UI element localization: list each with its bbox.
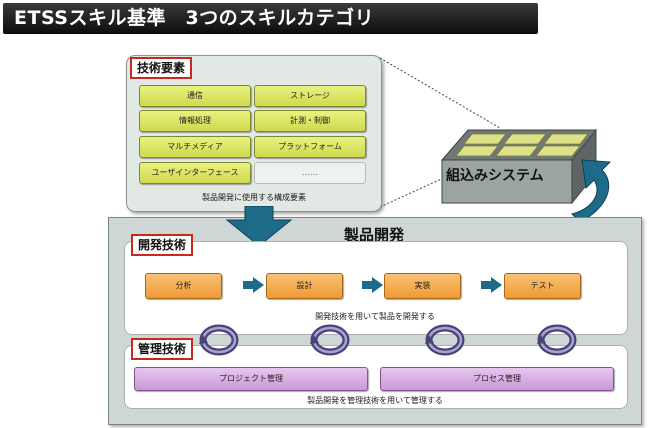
- development-tech-caption: 開発技術を用いて製品を開発する: [315, 312, 435, 321]
- tech-item-measurement-control: 計測・制御: [254, 110, 366, 132]
- development-tech-label: 開発技術: [131, 234, 194, 256]
- cycle-arrowhead-icon: [310, 335, 319, 344]
- dev-step-design: 設計: [266, 273, 343, 299]
- step-arrow-icon: [362, 277, 383, 293]
- dev-step-analysis: 分析: [145, 273, 222, 299]
- title-bar: ETSSスキル基準 3つのスキルカテゴリ: [3, 3, 538, 34]
- connector-line-bottom: [379, 175, 449, 208]
- dev-step-implementation: 実装: [384, 273, 461, 299]
- cycle-arrowhead-icon: [425, 335, 434, 344]
- down-arrow: [225, 206, 293, 247]
- cycle-arrowhead-icon: [199, 335, 208, 344]
- management-tech-label: 管理技術: [131, 338, 194, 360]
- page-title: ETSSスキル基準 3つのスキルカテゴリ: [14, 7, 375, 29]
- mgmt-item-process-management: プロセス管理: [380, 367, 614, 391]
- product-development-title: 製品開発: [343, 226, 404, 244]
- tech-item-information-processing: 情報処理: [139, 110, 251, 132]
- tech-item-multimedia: マルチメディア: [139, 136, 251, 158]
- tech-elements-label: 技術要素: [130, 57, 193, 79]
- cycle-arrowhead-icon: [537, 335, 546, 344]
- down-arrow-icon: [225, 206, 293, 247]
- tech-item-user-interface: ユーザインターフェース: [139, 162, 251, 184]
- tech-elements-panel: [126, 55, 382, 212]
- dev-step-test: テスト: [504, 273, 581, 299]
- connector-line-top: [379, 57, 501, 129]
- embedded-system-label: 組込みシステム: [446, 168, 544, 184]
- device-chips: [455, 133, 589, 157]
- tech-item-communication: 通信: [139, 85, 251, 107]
- tech-elements-caption: 製品開発に使用する構成要素: [202, 193, 306, 202]
- mgmt-item-project-management: プロジェクト管理: [134, 367, 368, 391]
- step-arrow-icon: [243, 277, 264, 293]
- feedback-arrow: [571, 159, 612, 223]
- feedback-arrow-icon: [571, 159, 612, 223]
- tech-item-platform: プラットフォーム: [254, 136, 366, 158]
- tech-item-more: ……: [254, 162, 366, 184]
- tech-item-storage: ストレージ: [254, 85, 366, 107]
- step-arrow-icon: [481, 277, 502, 293]
- management-tech-caption: 製品開発を管理技術を用いて管理する: [307, 396, 443, 405]
